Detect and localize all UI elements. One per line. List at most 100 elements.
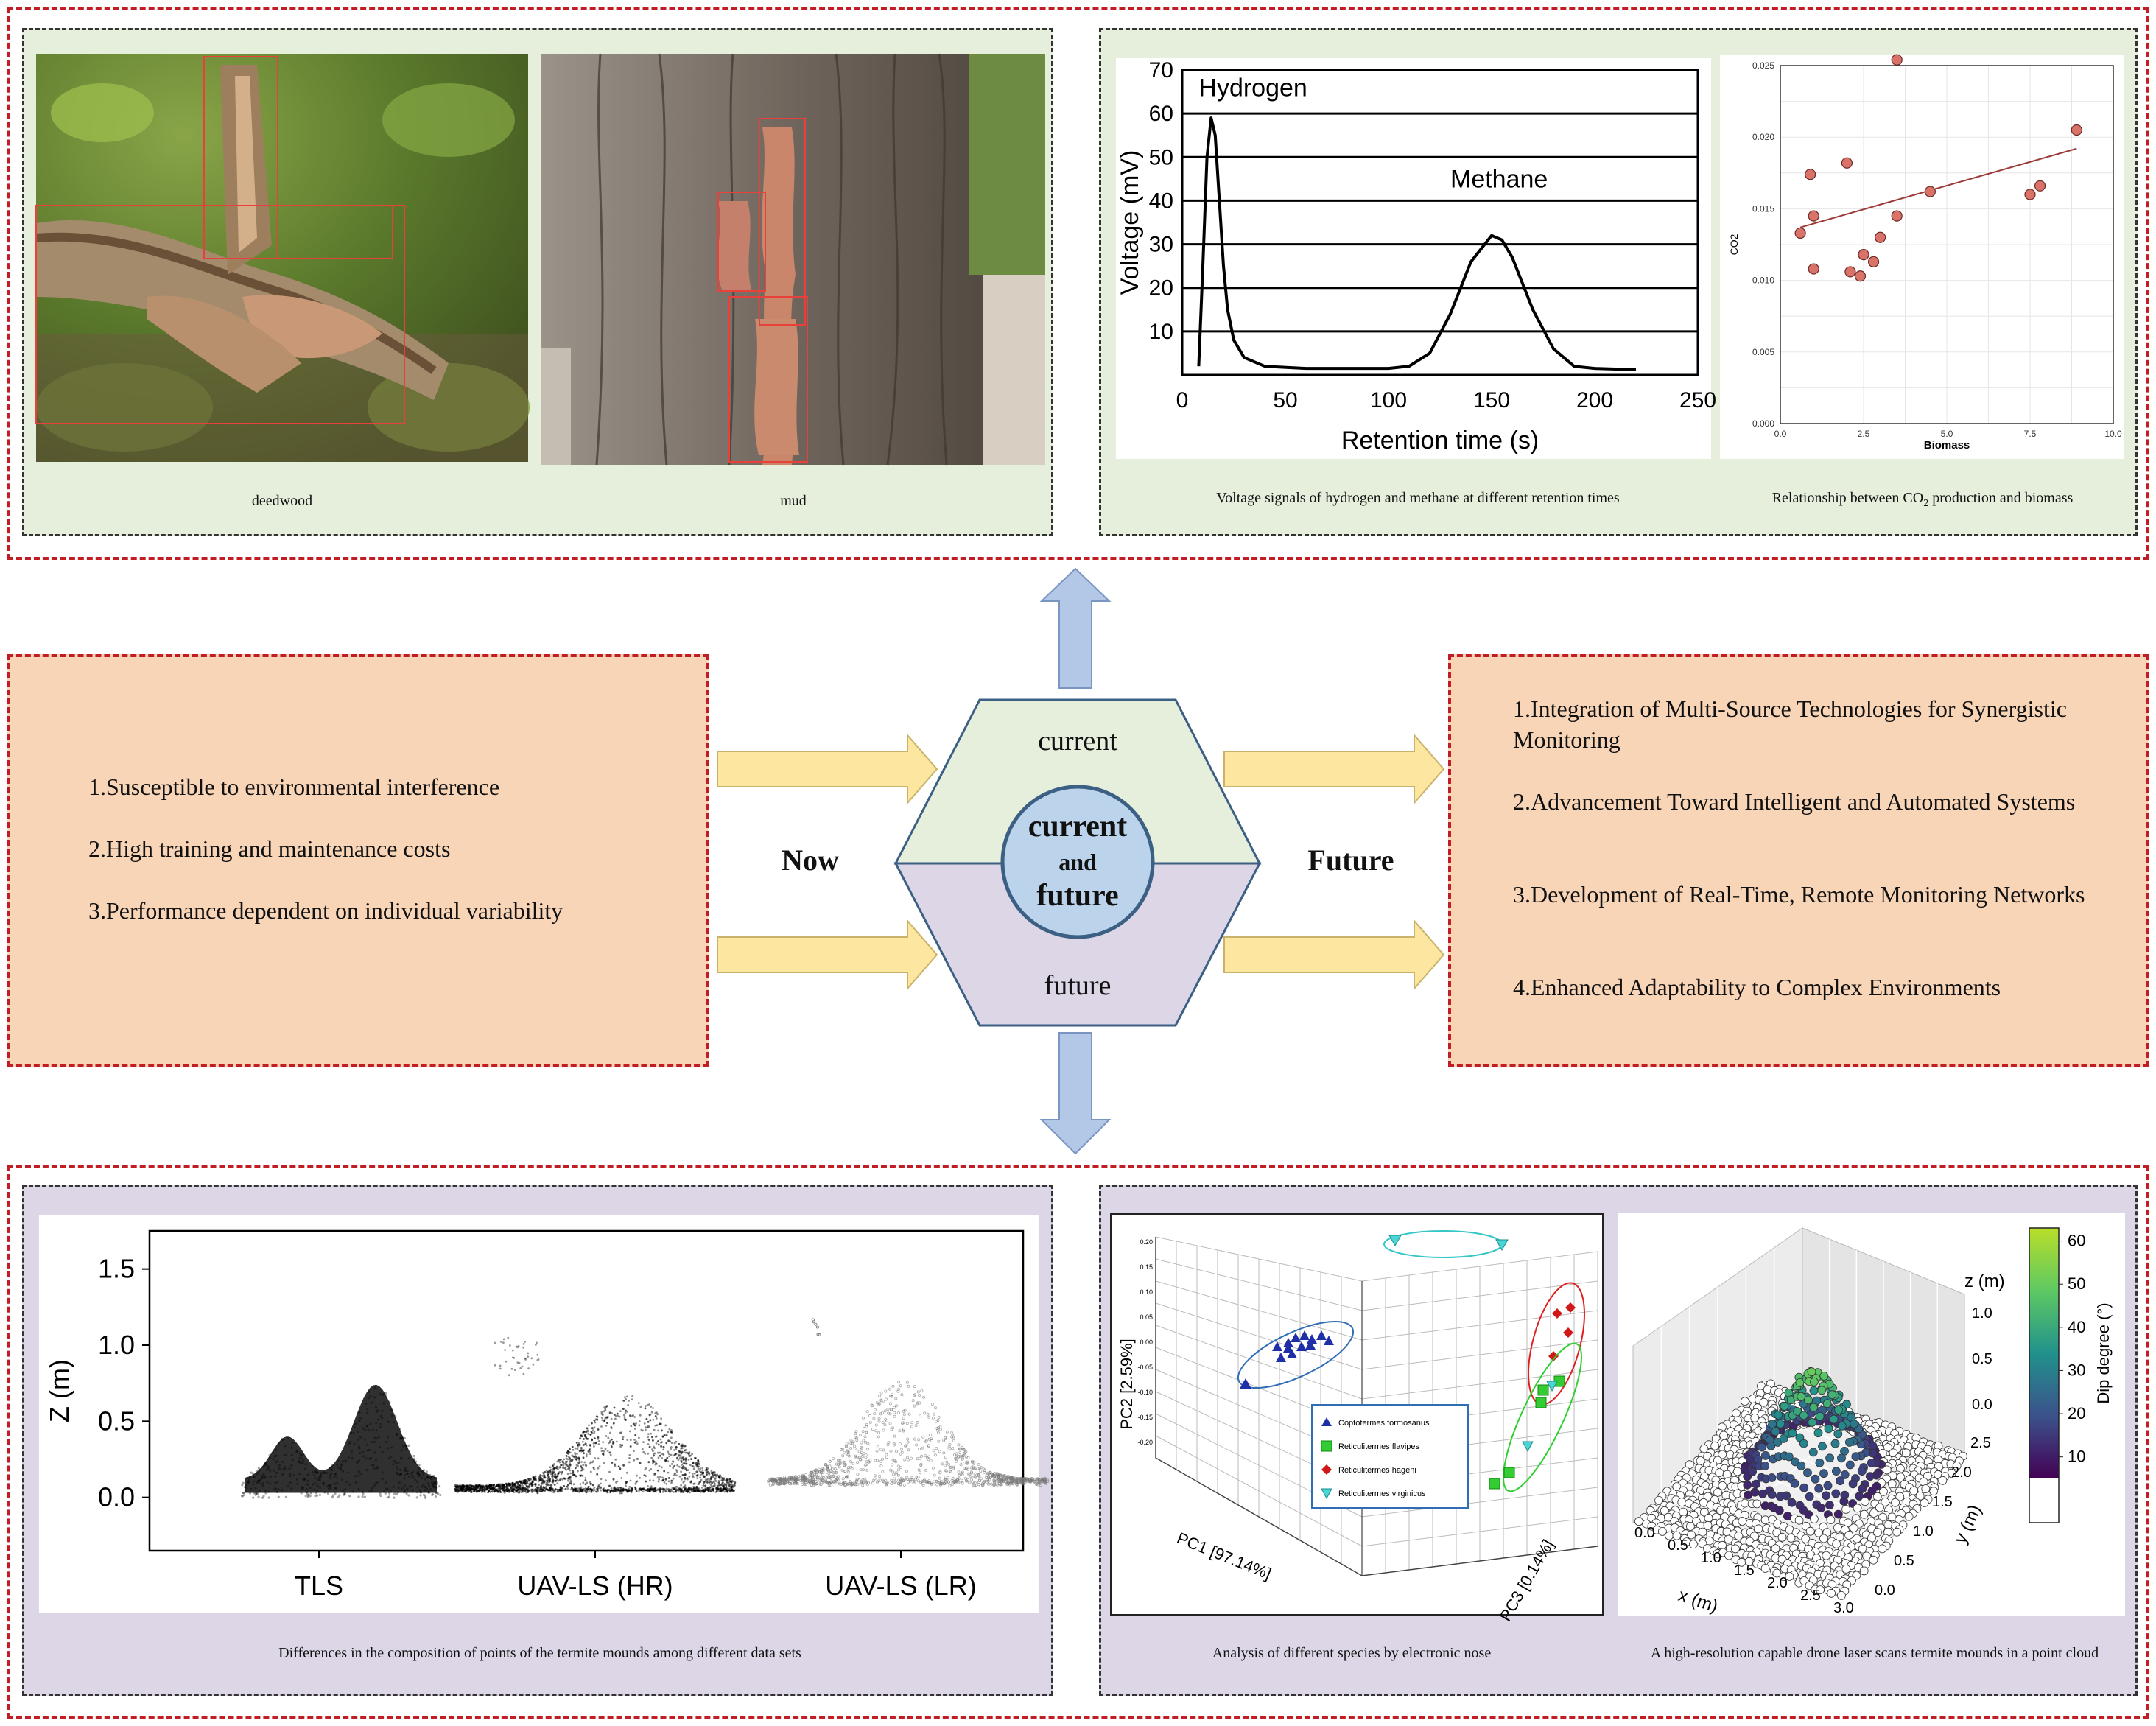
uav-hr-point [516, 1484, 519, 1487]
uav-hr-point [629, 1414, 631, 1417]
uav-hr-point [540, 1490, 542, 1493]
uav-hr-point [726, 1487, 728, 1490]
uav-hr-point [697, 1460, 700, 1462]
uav-hr-point [726, 1481, 728, 1483]
uav-hr-point [586, 1481, 589, 1484]
uav-hr-point [488, 1484, 491, 1487]
uav-hr-point [631, 1487, 633, 1490]
uav-hr-point [488, 1484, 491, 1487]
uav-hr-point [530, 1484, 533, 1487]
pc2-label: PC2 [2.59%] [1117, 1339, 1136, 1430]
uav-hr-point [638, 1487, 641, 1490]
uav-hr-point [548, 1487, 551, 1490]
uav-hr-point [662, 1445, 665, 1448]
uav-hr-point [457, 1489, 460, 1492]
uav-hr-point [684, 1487, 687, 1490]
data-point [1858, 249, 1869, 261]
uav-hr-point [574, 1447, 577, 1450]
tls-point [404, 1469, 407, 1472]
uav-lr-point [855, 1439, 859, 1442]
uav-hr-point [490, 1484, 492, 1486]
uav-hr-point [612, 1441, 614, 1443]
uav-hr-point [697, 1462, 700, 1464]
uav-hr-point [567, 1484, 569, 1487]
uav-hr-point [584, 1477, 587, 1479]
uav-hr-point [652, 1407, 654, 1409]
point-virginicus [1522, 1441, 1534, 1453]
uav-hr-point [553, 1471, 555, 1474]
tls-point [430, 1475, 433, 1478]
uav-hr-outlier [522, 1346, 524, 1349]
uav-hr-point [571, 1487, 573, 1490]
uav-hr-point [512, 1488, 514, 1490]
uav-hr-point [579, 1437, 581, 1440]
tls-point [404, 1469, 407, 1472]
uav-hr-point [560, 1488, 563, 1491]
tls-point [247, 1481, 250, 1484]
uav-hr-point [488, 1484, 491, 1487]
uav-hr-point [612, 1441, 614, 1443]
uav-hr-point [524, 1488, 527, 1491]
uav-lr-point [887, 1411, 891, 1415]
uav-hr-point [536, 1488, 539, 1491]
uav-hr-point [492, 1490, 495, 1492]
tls-point [268, 1454, 271, 1457]
uav-lr-point [883, 1423, 887, 1427]
uav-hr-point [605, 1489, 608, 1492]
uav-hr-point [695, 1487, 698, 1490]
uav-hr-point [617, 1489, 619, 1491]
uav-hr-point [478, 1488, 481, 1490]
uav-hr-point [714, 1480, 717, 1483]
uav-hr-point [669, 1490, 671, 1493]
uav-hr-point [680, 1488, 683, 1491]
uav-hr-outlier [510, 1367, 513, 1370]
uav-hr-point [605, 1405, 608, 1407]
uav-hr-point [577, 1456, 580, 1459]
tls-point [371, 1401, 373, 1404]
uav-hr-point [476, 1487, 479, 1490]
uav-lr-point [865, 1468, 869, 1472]
point-hageni [1552, 1308, 1562, 1319]
uav-lr-point [977, 1462, 980, 1466]
tls-point [267, 1496, 270, 1499]
data-point [1841, 157, 1853, 169]
uav-hr-point [622, 1438, 624, 1440]
uav-hr-point [594, 1437, 596, 1439]
tls-point [433, 1476, 436, 1479]
uav-hr-point [705, 1471, 708, 1474]
limitation-item-1: 1.Susceptible to environmental interfere… [88, 773, 500, 800]
uav-hr-point [619, 1490, 622, 1492]
tls-point [333, 1482, 336, 1485]
uav-hr-point [575, 1467, 577, 1470]
uav-hr-point [525, 1491, 527, 1494]
uav-lr-point [879, 1459, 883, 1463]
uav-lr-point [957, 1470, 961, 1474]
tls-point [374, 1482, 377, 1485]
uav-lr-point [905, 1422, 909, 1425]
lidar-point [1750, 1413, 1760, 1422]
uav-hr-point [655, 1462, 657, 1464]
uav-hr-point [466, 1489, 468, 1492]
uav-hr-point [708, 1472, 711, 1474]
uav-hr-point [731, 1479, 734, 1482]
uav-hr-point [662, 1478, 665, 1481]
tls-point [422, 1471, 425, 1474]
uav-lr-point [997, 1472, 1000, 1476]
tls-point [376, 1467, 379, 1470]
uav-hr-point [681, 1464, 683, 1466]
uav-hr-point [603, 1489, 605, 1492]
uav-hr-point [577, 1442, 580, 1445]
uav-hr-point [577, 1487, 580, 1490]
uav-hr-point [555, 1476, 558, 1478]
cluster-ellipse-flavipes [1503, 1342, 1582, 1492]
uav-hr-point [495, 1489, 498, 1492]
uav-hr-point [465, 1484, 468, 1487]
uav-hr-point [625, 1481, 628, 1483]
uav-hr-point [642, 1487, 645, 1490]
tls-point [353, 1425, 356, 1429]
uav-hr-point [624, 1396, 626, 1399]
uav-hr-point [712, 1485, 715, 1487]
tls-point [261, 1476, 264, 1479]
tls-point [361, 1495, 364, 1498]
uav-hr-point [716, 1490, 718, 1492]
